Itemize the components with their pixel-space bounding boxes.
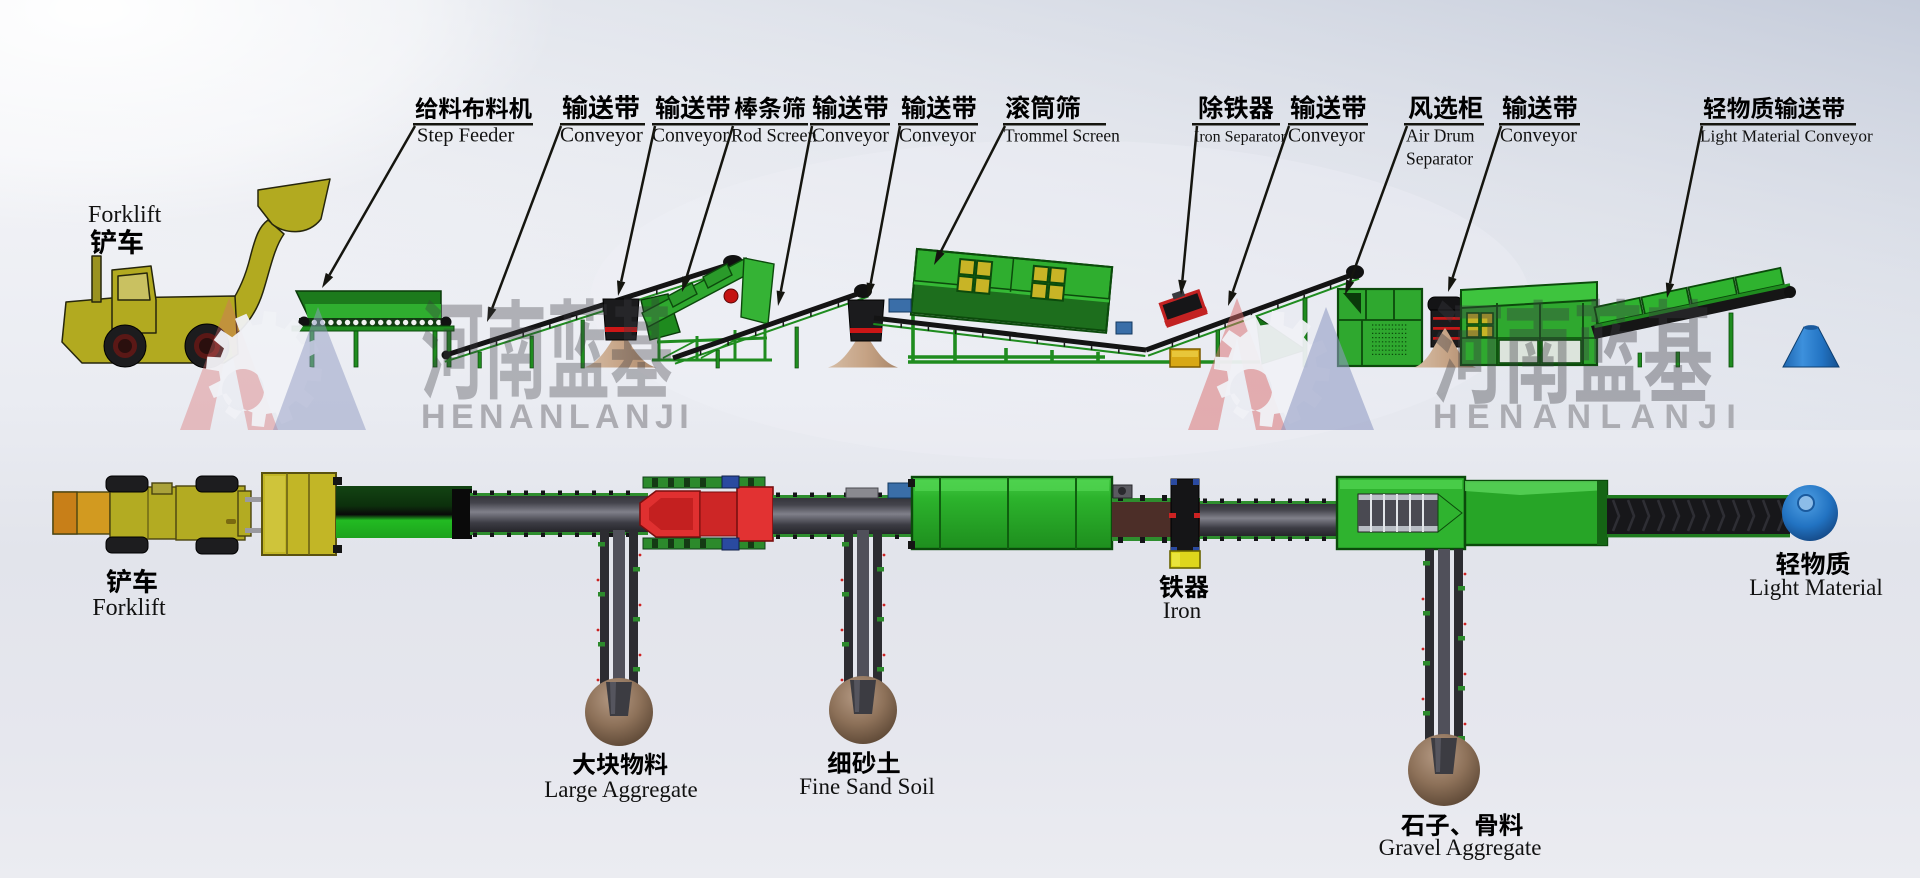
svg-text:Step Feeder: Step Feeder bbox=[417, 125, 515, 147]
svg-text:Iron: Iron bbox=[1163, 598, 1202, 623]
svg-text:Trommel Screen: Trommel Screen bbox=[1004, 126, 1120, 146]
svg-text:Air Drum: Air Drum bbox=[1406, 126, 1475, 146]
svg-text:Separator: Separator bbox=[1406, 149, 1473, 169]
svg-text:Conveyor: Conveyor bbox=[899, 126, 976, 147]
svg-text:Large Aggregate: Large Aggregate bbox=[544, 777, 697, 802]
svg-text:Gravel Aggregate: Gravel Aggregate bbox=[1379, 835, 1542, 860]
svg-text:HENANLANJI: HENANLANJI bbox=[421, 398, 694, 436]
svg-text:Light Material Conveyor: Light Material Conveyor bbox=[1700, 127, 1873, 146]
svg-text:Forklift: Forklift bbox=[92, 595, 166, 621]
svg-text:Iron Separator: Iron Separator bbox=[1194, 129, 1287, 146]
svg-text:HENANLANJI: HENANLANJI bbox=[1433, 398, 1745, 436]
svg-text:Light Material: Light Material bbox=[1749, 575, 1883, 600]
svg-text:Conveyor: Conveyor bbox=[812, 126, 889, 147]
svg-text:Forklift: Forklift bbox=[88, 202, 162, 228]
svg-text:Conveyor: Conveyor bbox=[652, 126, 729, 147]
svg-text:Conveyor: Conveyor bbox=[560, 123, 643, 147]
svg-text:Fine Sand Soil: Fine Sand Soil bbox=[799, 774, 934, 799]
svg-text:Conveyor: Conveyor bbox=[1288, 126, 1365, 147]
svg-text:Rod Screen: Rod Screen bbox=[731, 127, 817, 147]
svg-text:Conveyor: Conveyor bbox=[1500, 126, 1577, 147]
